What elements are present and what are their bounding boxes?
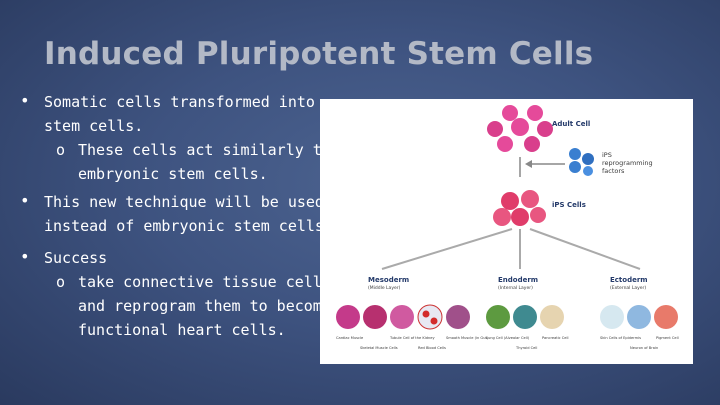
arrow-ectoderm-icon — [529, 228, 641, 270]
bullet-item: • Success — [20, 246, 340, 270]
cell-label: Pancreatic Cell — [542, 336, 569, 340]
sub-bullet-marker: o — [56, 141, 66, 159]
endoderm-label: Endoderm — [498, 276, 538, 284]
ips-diagram-figure: Adult Cell iPS reprogramming factors iPS… — [320, 99, 693, 364]
factors-label: factors — [602, 167, 625, 175]
sub-bullet-text: These cells act similarly to embryonic s… — [78, 141, 331, 183]
ips-cells-label: iPS Cells — [552, 201, 586, 209]
mesoderm-sub-label: (Middle Layer) — [368, 285, 401, 291]
slide-title: Induced Pluripotent Stem Cells — [44, 36, 594, 72]
bullet-text: This new technique will be used instead … — [44, 193, 333, 235]
reprogramming-factors-cluster — [569, 148, 594, 176]
arrowhead-icon — [525, 160, 532, 168]
sub-bullet-marker: o — [56, 273, 66, 291]
bullet-item: • This new technique will be used instea… — [20, 190, 340, 238]
cell-label: Neuron of Brain — [630, 346, 658, 350]
cell-label: Pigment Cell — [656, 336, 679, 340]
cell-label: Skin Cells of Epidermis — [600, 336, 641, 340]
sub-bullet-text: take connective tissue cells and reprogr… — [78, 273, 331, 339]
cell-label: Cardiac Muscle — [336, 336, 364, 340]
adult-cell-label: Adult Cell — [552, 120, 590, 128]
cell-label: Smooth Muscle (in Gut) — [446, 336, 489, 340]
ectoderm-label: Ectoderm — [610, 276, 648, 284]
sub-bullet-item: o take connective tissue cells and repro… — [20, 270, 340, 342]
bullet-list: • Somatic cells transformed into stem ce… — [20, 90, 340, 342]
cell-label: Red Blood Cells — [418, 346, 446, 350]
ectoderm-sub-label: (External Layer) — [610, 285, 646, 291]
endoderm-sub-label: (Internal Layer) — [498, 285, 533, 291]
bullet-text: Success — [44, 249, 108, 267]
arrow-mesoderm-icon — [381, 228, 513, 270]
sub-bullet-item: o These cells act similarly to embryonic… — [20, 138, 340, 186]
bullet-dot-icon: • — [20, 191, 30, 210]
mesoderm-label: Mesoderm — [368, 276, 409, 284]
bullet-item: • Somatic cells transformed into stem ce… — [20, 90, 340, 138]
factors-label: iPS — [602, 151, 612, 159]
bullet-dot-icon: • — [20, 247, 30, 266]
cell-label: Tubule Cell of the Kidney — [389, 336, 435, 340]
cell-label: Skeletal Muscle Cells — [360, 346, 398, 350]
cell-label: Thyroid Cell — [515, 346, 537, 350]
differentiated-cells-row — [336, 304, 678, 330]
ips-cell-cluster — [493, 190, 546, 226]
bullet-text: Somatic cells transformed into stem cell… — [44, 93, 315, 135]
bullet-dot-icon: • — [20, 91, 30, 110]
cell-label: Lung Cell (Alveolar Cell) — [486, 336, 530, 340]
ips-diagram: Adult Cell iPS reprogramming factors iPS… — [336, 105, 679, 350]
factors-label: reprogramming — [602, 159, 653, 167]
adult-cell-cluster — [487, 105, 553, 152]
